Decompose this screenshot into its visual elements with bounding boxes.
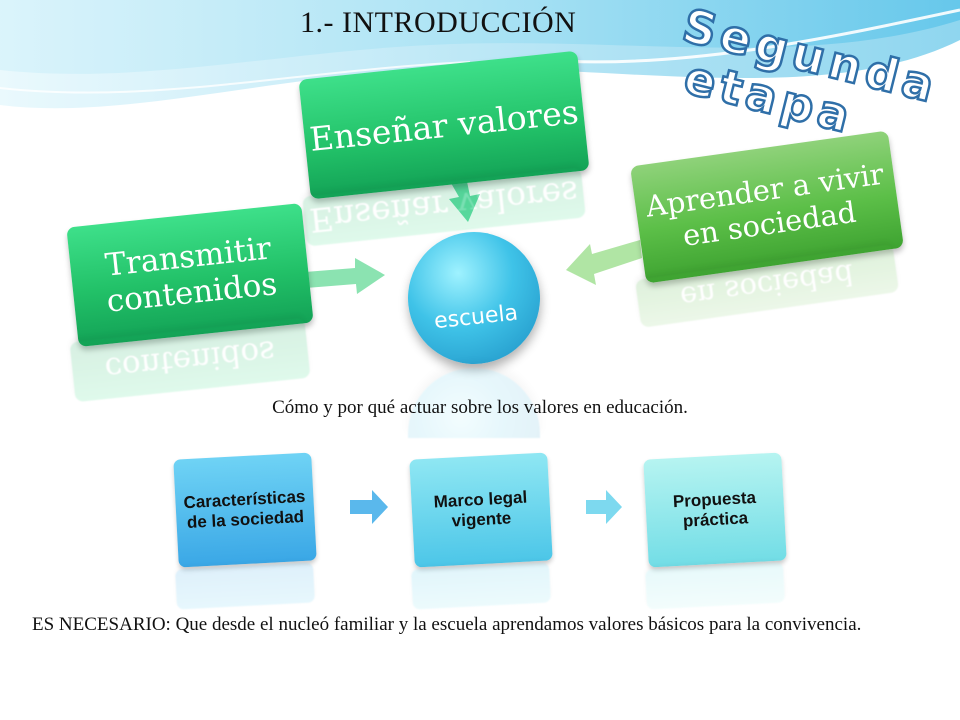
arrow-right-to-center [566, 240, 642, 285]
arrow-left-to-center [305, 258, 385, 294]
step1-reflection [175, 562, 315, 610]
arrow-top-to-center [447, 172, 480, 222]
node-left-reflection-text: contenidos [103, 333, 277, 387]
step-caracteristicas: Características de la sociedad [173, 452, 317, 568]
footer-text: ES NECESARIO: Que desde el nucleó famili… [32, 614, 862, 635]
section-caption: Cómo y por qué actuar sobre los valores … [272, 397, 688, 418]
center-label: escuela [432, 300, 520, 334]
step-marco-legal: Marco legal vigente [409, 452, 553, 568]
node-top-label: Enseñar valores [307, 91, 581, 159]
slide-title: 1.- INTRODUCCIÓN [300, 6, 577, 39]
arrow-step2-to-step3 [586, 490, 622, 524]
step2-reflection [411, 562, 551, 610]
arrow-step1-to-step2 [350, 490, 388, 524]
step3-reflection [645, 562, 785, 610]
step-propuesta-practica: Propuesta práctica [643, 452, 787, 568]
step3-line-2: práctica [682, 508, 749, 531]
